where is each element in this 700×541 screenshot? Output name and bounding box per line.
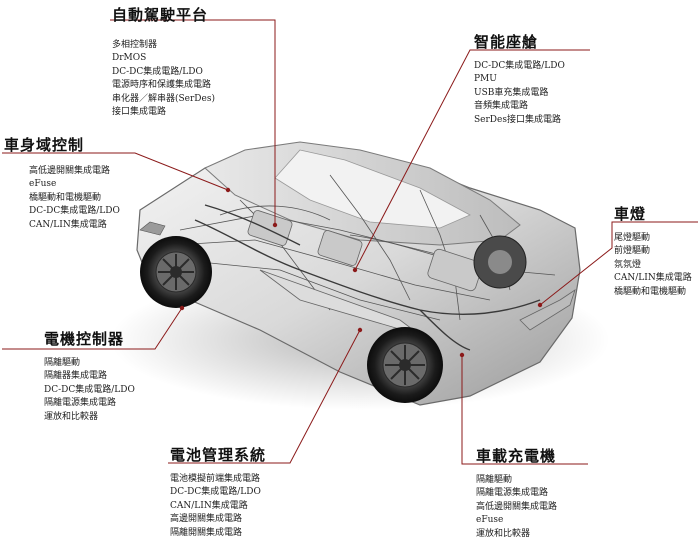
list-item: DC-DC集成電路/LDO <box>29 206 120 217</box>
list-item: eFuse <box>476 515 504 526</box>
list-item: 隔離電源集成電路 <box>476 488 549 499</box>
list-item: DC-DC集成電路/LDO <box>112 66 203 77</box>
list-item: 電池模擬前端集成電路 <box>170 474 261 484</box>
list-item: 氛氛燈 <box>614 259 642 270</box>
section-title-onboard-charger: 車載充電機 <box>476 447 557 465</box>
list-item: 高低邊開關集成電路 <box>29 166 111 176</box>
list-item: 串化器／解串器(SerDes) <box>112 93 215 104</box>
section-title-cockpit: 智能座艙 <box>474 33 539 51</box>
list-item: CAN/LIN集成電路 <box>170 500 248 511</box>
section-title-adas: 自動駕駛平台 <box>112 6 209 24</box>
section-title-body-domain: 車身域控制 <box>4 136 85 154</box>
list-item: PMU <box>474 74 497 85</box>
section-adas: 自動駕駛平台 多相控制器 DrMOS DC-DC集成電路/LDO 電源時序和保護… <box>112 4 215 119</box>
list-item: 尾燈驅動 <box>614 233 651 243</box>
section-title-battery-management: 電池管理系統 <box>170 446 267 464</box>
section-items-body-domain: 高低邊開關集成電路 eFuse 橋驅動和電機驅動 DC-DC集成電路/LDO C… <box>29 165 120 232</box>
list-item: DrMOS <box>112 53 147 64</box>
list-item: DC-DC集成電路/LDO <box>44 384 135 395</box>
section-title-lighting: 車燈 <box>614 205 647 223</box>
list-item: 高低邊開關集成電路 <box>476 501 558 512</box>
list-item: 接口集成電路 <box>112 107 167 118</box>
section-battery-management: 電池管理系統 電池模擬前端集成電路 DC-DC集成電路/LDO CAN/LIN集… <box>170 444 266 540</box>
section-items-motor-controller: 隔離驅動 隔離器集成電路 DC-DC集成電路/LDO 隔離電源集成電路 運放和比… <box>44 357 135 424</box>
list-item: DC-DC集成電路/LDO <box>170 487 261 498</box>
list-item: 音頻集成電路 <box>474 101 529 112</box>
list-item: DC-DC集成電路/LDO <box>474 61 565 71</box>
list-item: 隔離驅動 <box>44 358 81 368</box>
list-item: 運放和比較器 <box>476 528 531 539</box>
section-items-lighting: 尾燈驅動 前燈驅動 氛氛燈 CAN/LIN集成電路 橋驅動和電機驅動 <box>614 232 692 299</box>
section-lighting: 車燈 尾燈驅動 前燈驅動 氛氛燈 CAN/LIN集成電路 橋驅動和電機驅動 <box>614 203 692 299</box>
list-item: 隔離器集成電路 <box>44 371 108 382</box>
list-item: 前燈驅動 <box>614 246 651 257</box>
section-items-adas: 多相控制器 DrMOS DC-DC集成電路/LDO 電源時序和保護集成電路 串化… <box>112 39 215 119</box>
section-items-battery-management: 電池模擬前端集成電路 DC-DC集成電路/LDO CAN/LIN集成電路 高邊開… <box>170 473 266 540</box>
list-item: 運放和比較器 <box>44 411 99 422</box>
list-item: USB車充集成電路 <box>474 87 549 98</box>
list-item: 電源時序和保護集成電路 <box>112 80 212 91</box>
list-item: SerDes接口集成電路 <box>474 114 561 125</box>
list-item: CAN/LIN集成電路 <box>29 219 107 230</box>
list-item: 隔離電源集成電路 <box>44 398 117 409</box>
section-items-onboard-charger: 隔離驅動 隔離電源集成電路 高低邊開關集成電路 eFuse 運放和比較器 <box>476 474 557 541</box>
list-item: CAN/LIN集成電路 <box>614 273 692 284</box>
list-item: 高邊開關集成電路 <box>170 514 243 525</box>
section-cockpit: 智能座艙 DC-DC集成電路/LDO PMU USB車充集成電路 音頻集成電路 … <box>474 31 565 127</box>
list-item: 多相控制器 <box>112 40 158 50</box>
section-onboard-charger: 車載充電機 隔離驅動 隔離電源集成電路 高低邊開關集成電路 eFuse 運放和比… <box>476 445 557 541</box>
section-body-domain: 車身域控制 高低邊開關集成電路 eFuse 橋驅動和電機驅動 DC-DC集成電路… <box>4 134 120 232</box>
section-items-cockpit: DC-DC集成電路/LDO PMU USB車充集成電路 音頻集成電路 SerDe… <box>474 60 565 127</box>
section-motor-controller: 電機控制器 隔離驅動 隔離器集成電路 DC-DC集成電路/LDO 隔離電源集成電… <box>44 328 135 424</box>
list-item: 隔離驅動 <box>476 475 513 485</box>
section-title-motor-controller: 電機控制器 <box>44 330 125 348</box>
list-item: 隔離開關集成電路 <box>170 527 243 538</box>
list-item: eFuse <box>29 179 57 190</box>
list-item: 橋驅動和電機驅動 <box>29 192 102 203</box>
list-item: 橋驅動和電機驅動 <box>614 286 687 297</box>
